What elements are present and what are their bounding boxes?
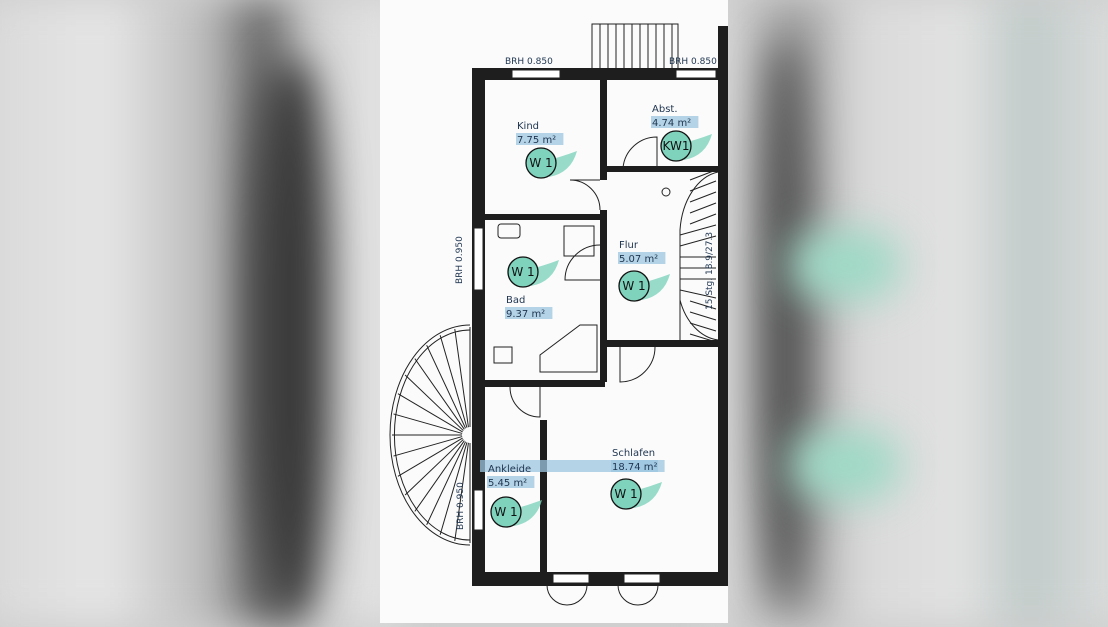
stair-tread — [689, 191, 717, 203]
stair-tread — [689, 213, 717, 225]
brh-label: BRH 0.950 — [456, 482, 466, 530]
room-tag-circle — [660, 130, 692, 162]
stair-tread — [426, 441, 467, 526]
blurred-tag — [790, 430, 900, 500]
room-abst: KW1 Abst. 4.74 m² — [651, 104, 712, 162]
stair-tread — [414, 358, 465, 430]
room-area: 5.45 m² — [488, 478, 527, 489]
walls — [472, 26, 728, 586]
brh-label: BRH 0.850 — [505, 57, 553, 67]
stair-tread — [404, 439, 464, 496]
room-name: Ankleide — [488, 464, 531, 475]
area-highlight — [487, 476, 535, 488]
area-highlight — [651, 116, 699, 128]
room-area: 9.37 m² — [506, 309, 545, 320]
windows — [473, 69, 717, 584]
room-tag-circle — [610, 478, 642, 510]
room-area: 4.74 m² — [652, 118, 691, 129]
brh-label: BRH 0.950 — [455, 236, 465, 284]
floor-plan: BRH 0.850 BRH 0.850 BRH 0.950 BRH 0.950 … — [380, 0, 728, 623]
blurred-wall-left — [250, 60, 330, 620]
room-tag: W 1 — [622, 279, 645, 293]
room-name: Flur — [619, 240, 639, 251]
stair-tread — [404, 374, 464, 431]
room-name: Bad — [506, 295, 525, 306]
room-ankleide: W 1 Ankleide 5.45 m² — [487, 464, 542, 528]
doors — [493, 136, 659, 606]
stair-tread — [426, 344, 467, 429]
window-heights: BRH 0.850 BRH 0.850 BRH 0.950 BRH 0.950 … — [455, 57, 717, 530]
stair-tread — [689, 180, 717, 192]
room-tag: W 1 — [511, 265, 534, 279]
stair-tread — [689, 300, 717, 310]
room-bad: W 1 Bad 9.37 m² — [505, 256, 559, 320]
area-highlight — [611, 460, 665, 472]
room-tag: W 1 — [529, 156, 552, 170]
blurred-background-left — [0, 0, 400, 623]
room-tag: KW1 — [663, 139, 690, 153]
stair-tread — [679, 224, 717, 236]
room-schlafen: W 1 Schlafen 18.74 m² — [610, 448, 665, 510]
room-tag: W 1 — [614, 487, 637, 501]
room-name: Kind — [517, 121, 539, 132]
area-highlight — [618, 252, 666, 264]
room-tag-circle — [618, 270, 650, 302]
interior-stair — [661, 169, 719, 343]
stair-tread — [393, 436, 463, 457]
balcony-railing — [591, 23, 679, 71]
room-area: 18.74 m² — [612, 462, 658, 473]
stair-tread — [397, 437, 463, 477]
stair-tread — [414, 440, 465, 512]
spiral-stair-exterior — [389, 324, 471, 546]
room-name: Schlafen — [612, 448, 655, 459]
blurred-tag — [790, 230, 900, 300]
room-area: 7.75 m² — [517, 135, 556, 146]
room-kind: W 1 Kind 7.75 m² — [516, 121, 577, 179]
stair-tread — [454, 329, 469, 428]
room-tag-circle — [490, 496, 522, 528]
room-tag-circle — [525, 147, 557, 179]
area-highlight — [505, 307, 553, 319]
stair-tread — [454, 442, 469, 541]
brh-label: BRH 0.850 — [669, 57, 717, 67]
stair-tread — [679, 235, 717, 247]
stair-tread — [689, 202, 717, 214]
stair-tread — [397, 393, 463, 433]
room-name: Abst. — [652, 104, 678, 115]
stair-tread — [689, 311, 717, 321]
stair-tread — [679, 289, 717, 299]
blurred-wall-right — [760, 40, 810, 600]
room-flur: W 1 Flur 5.07 m² — [618, 240, 670, 302]
room-area: 5.07 m² — [619, 254, 658, 265]
stair-tread — [439, 335, 468, 428]
stair-label: 15 Stg. 18.9/27.3 — [705, 232, 715, 310]
area-highlight — [516, 133, 564, 145]
stair-tread — [393, 413, 463, 434]
floor-plan-drawing: BRH 0.850 BRH 0.850 BRH 0.950 BRH 0.950 … — [389, 23, 728, 606]
room-tag-circle — [507, 256, 539, 288]
stair-tread — [689, 322, 717, 332]
stair-tread — [439, 442, 468, 535]
room-tag: W 1 — [494, 505, 517, 519]
